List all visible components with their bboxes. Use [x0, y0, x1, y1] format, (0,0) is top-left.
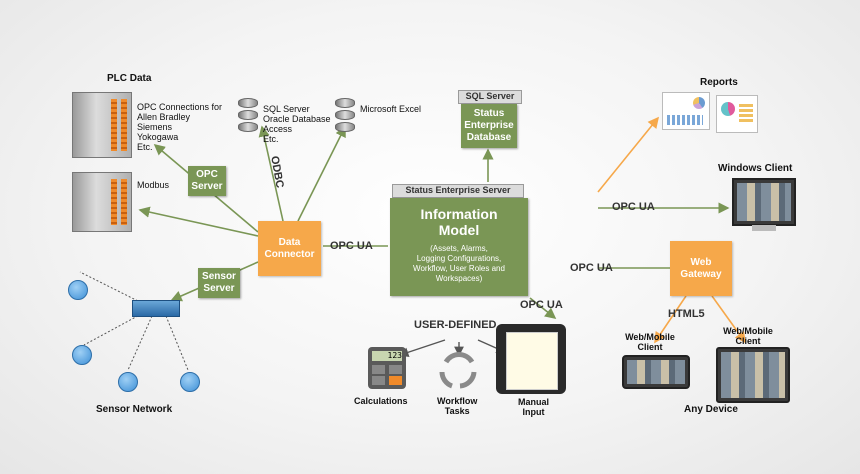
line-switch-sensor-2 — [83, 311, 146, 346]
excel-label: Microsoft Excel — [360, 104, 422, 114]
line-dc-to-sql — [258, 125, 284, 222]
plc-data-title: PLC Data — [107, 73, 152, 84]
sensor-icon — [72, 345, 92, 365]
line-server-to-manual — [529, 297, 557, 319]
report-page-icon — [716, 95, 758, 133]
any-device-title: Any Device — [684, 404, 738, 415]
plc-modbus-icon — [72, 172, 132, 232]
calculations-label: Calculations — [354, 396, 408, 406]
opc-ua-gateway-label: OPC UA — [570, 262, 613, 274]
line-server-to-reports — [597, 116, 660, 193]
line-dc-to-excel — [297, 125, 346, 222]
sensor-network-title: Sensor Network — [96, 404, 173, 415]
sensor-icon — [68, 280, 88, 300]
reports-title: Reports — [700, 77, 738, 88]
status-enterprise-server-tag: Status Enterprise Server — [392, 184, 524, 198]
tablet-client-icon — [716, 347, 790, 403]
line-gateway-to-mobile2 — [711, 295, 746, 344]
manual-input-tablet-icon — [496, 324, 566, 394]
report-page-icon — [662, 92, 710, 130]
calculator-icon: 123 — [368, 347, 406, 389]
line-dc-to-modbus — [138, 206, 259, 237]
modbus-label: Modbus — [137, 180, 170, 190]
sensor-icon — [180, 372, 200, 392]
user-defined-label: USER-DEFINED — [414, 319, 497, 331]
monitor-stand — [752, 225, 776, 231]
line-ud-to-calc — [398, 339, 446, 357]
sensor-icon — [118, 372, 138, 392]
line-switch-sensor-3 — [127, 315, 153, 371]
network-switch-icon — [132, 300, 180, 317]
plc-rack-icon — [72, 92, 132, 158]
opc-ua-left-label: OPC UA — [330, 240, 373, 252]
opc-ua-windows-label: OPC UA — [612, 201, 655, 213]
line-gateway-to-mobile1 — [654, 295, 687, 344]
sql-server-tag: SQL Server — [458, 90, 522, 104]
sql-database-icon — [238, 98, 258, 134]
windows-client-title: Windows Client — [718, 163, 793, 174]
line-switch-sensor-4 — [165, 315, 189, 371]
phone-client-icon — [622, 355, 690, 389]
information-model-box: Information Model (Assets, Alarms, Loggi… — [390, 198, 528, 296]
workflow-cycle-icon — [439, 351, 477, 389]
html5-label: HTML5 — [668, 308, 705, 320]
windows-client-monitor-icon — [732, 178, 796, 226]
excel-database-icon — [335, 98, 355, 134]
opc-ua-bottom-label: OPC UA — [520, 299, 563, 311]
